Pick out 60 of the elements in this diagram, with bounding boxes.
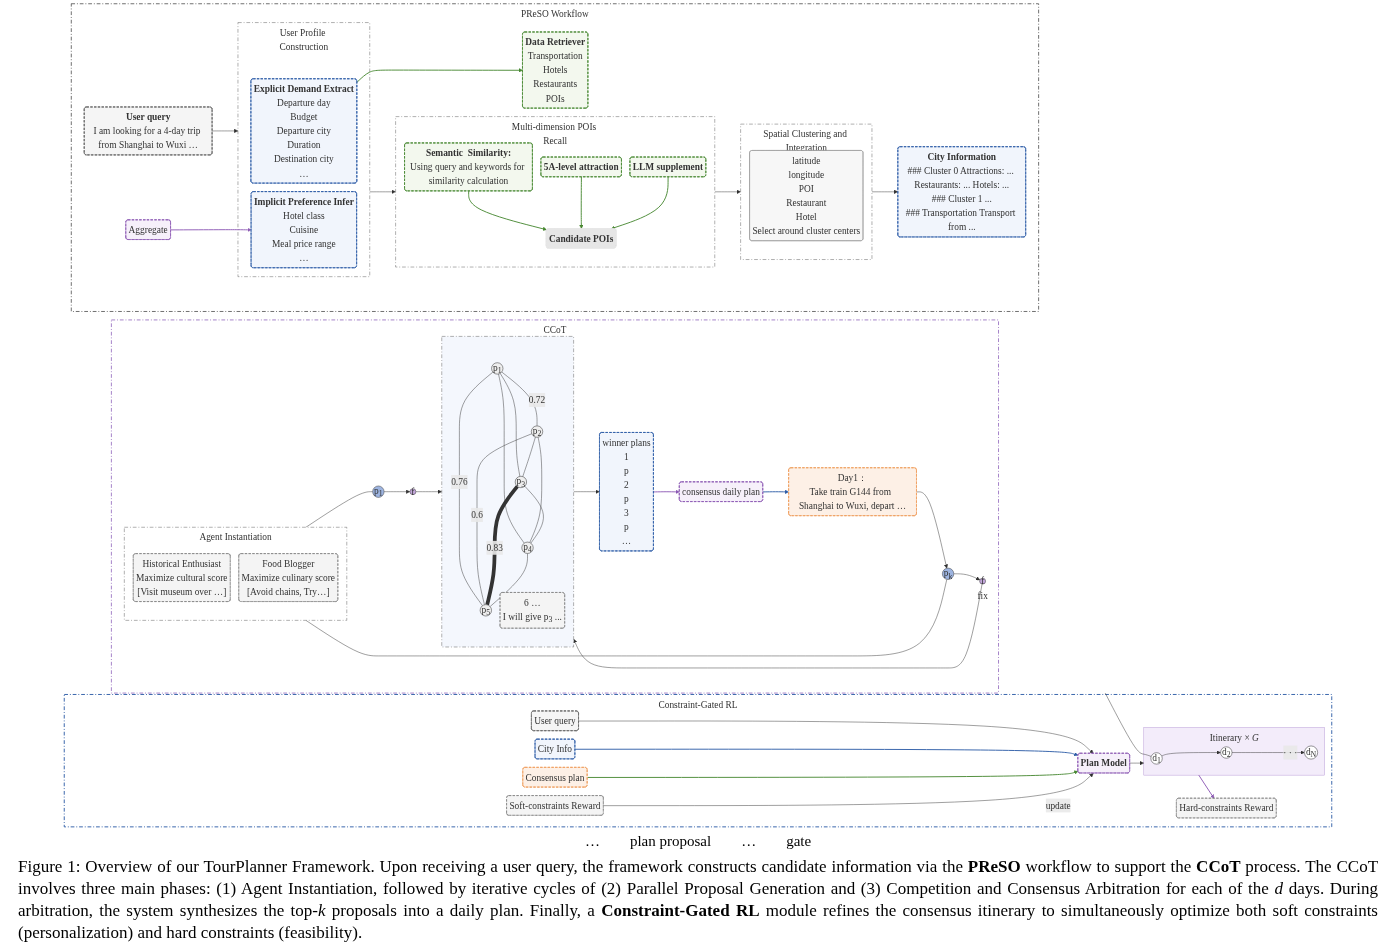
connector [305,579,947,657]
process-box: Implicit Preference Infer Hotel class Cuisine Meal price range … [250,191,357,269]
connector [459,371,494,606]
circle-node: p$_{4}$ [521,541,534,555]
process-box: 5A-level attraction [540,156,622,178]
process-box: latitude longitude POI Restaurant Hotel Select around cluster centers [749,150,864,241]
node-caption: fix [977,590,988,601]
connector [1104,692,1152,757]
note-label: … [741,832,757,850]
circle-node: d$_{2}$ [1220,746,1233,760]
process-box: Soft-constraints Reward [506,795,604,816]
process-box: Data Retriever Transportation Hotels Restaurants POIs [522,31,589,109]
circle-node: p$_{3}$ [514,475,527,489]
note-label: gate [786,832,812,850]
process-box: City Information ### Cluster 0 Attractions: ... Restaurants: ... Hotels: ... ### Cluster 1 ... ### Transportation Transport from ... [897,146,1027,238]
process-box: Historical Enthusiast Maximize cultural score [Visit museum over …] [133,553,231,602]
process-box: Consensus plan [522,767,588,788]
edge-label: 0.6 [471,509,483,521]
connector [485,485,519,606]
edge-label: · · · [1283,747,1298,758]
process-box: winner plans 1 p 2 p 3 p … [599,432,654,552]
process-box: Aggregate [125,219,171,240]
circle-node: p$_{1}$ [491,362,504,375]
note-label: plan proposal [629,832,712,850]
edge-label: 0.83 [486,542,503,553]
process-box: LLM supplement [629,156,707,178]
connector [501,371,538,427]
connector [305,491,373,528]
process-box: User query I am looking for a 4-day trip from Shanghai to Wuxi … [83,106,213,156]
process-box: consensus daily plan [678,481,764,502]
caption: Figure 1: Overview of our TourPlanner Framework. Upon receiving a user query, the framework constructs candidate information via the PReSO workflow to support the CCoT process. The CCoT involves three main phases: (1) Agent Instantiation, followed by iterative cycles of (2) Parallel Proposal Generation and (3) Competition and Consensus Arbitration for each of the d days. During arbitration, the system synthesizes the top-k proposals into a daily plan. Finally, a Constraint-Gated RL module refines the consensus itinerary to simultaneously optimize both soft constraints (personalization) and hard constraints (feasibility). [17,855,1379,944]
connector [499,373,521,477]
circle-node: p$_{1}$ [372,485,385,499]
note-label: … [584,832,600,850]
circle-node: f [409,486,417,497]
edge-label: update [1045,800,1071,811]
process-box: 6 … I will give p$_{3}$ ... [499,592,565,629]
circle-node: p$_{5}$ [479,604,492,617]
connector [476,433,532,605]
circle-node: p$_{2}$ [531,425,543,439]
process-box: Plan Model [1077,752,1131,774]
process-box: Semantic Similarity: Using query and keywords for similarity calculation [404,142,533,192]
process-box: Candidate POIs [545,228,617,249]
connector [498,373,525,544]
circle-node: d$_{1}$ [1150,752,1163,765]
connector [524,485,544,544]
process-box: Food Blogger Maximize culinary score [Avoid chains, Try…] [238,553,339,602]
process-box: City Info [534,738,576,760]
process-box: User query [531,710,579,732]
process-box: Explicit Demand Extract Departure day Budget Departure city Duration Destination city … [250,78,358,184]
circle-node: d$_{N}$ [1304,745,1318,760]
edge-label: 0.76 [451,476,468,488]
circle-node: p$_{k}$ [942,567,954,581]
connector [529,436,542,543]
edge-label: 0.72 [528,394,546,406]
connector [489,553,528,607]
process-box: Day1： Take train G144 from Shanghai to Wuxi, depart … [788,467,917,517]
process-box: Hard-constraints Reward [1176,797,1277,819]
connector [522,436,536,477]
circle-node: f [979,575,986,587]
